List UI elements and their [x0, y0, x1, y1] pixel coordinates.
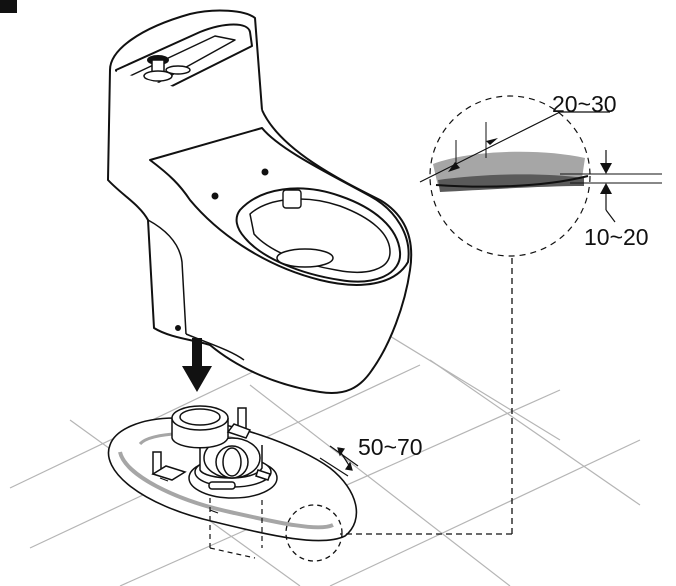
projection-box: [209, 498, 263, 559]
detail-leader: [340, 258, 513, 535]
detail-circle: [419, 95, 662, 257]
gap-top-label: 20~30: [552, 91, 617, 117]
floor-detail-marker: [285, 504, 343, 562]
mounting-bracket-right: [226, 407, 252, 439]
down-arrow-icon: [182, 338, 212, 392]
corner-mark: [0, 0, 17, 13]
toilet: [107, 9, 413, 394]
drain-flange: [171, 405, 278, 499]
offset-label: 50~70: [358, 434, 423, 460]
offset-dimension: [319, 445, 359, 477]
gap-bottom-label: 10~20: [584, 224, 649, 250]
mounting-bracket-left: [151, 451, 187, 481]
